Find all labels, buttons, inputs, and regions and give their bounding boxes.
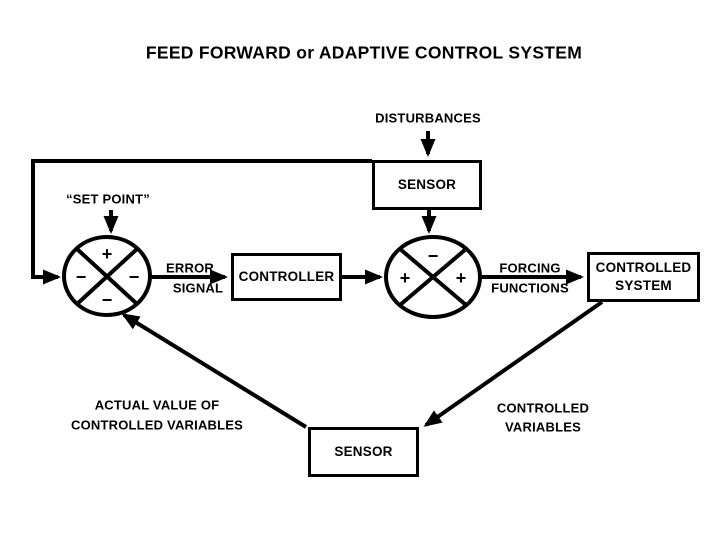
- feedforward-line: [31, 159, 372, 285]
- left-junction-sign-bottom: −: [101, 290, 113, 310]
- forcing-functions-label-line2: FUNCTIONS: [491, 280, 569, 296]
- sensor-bottom-block: SENSOR: [308, 427, 419, 477]
- controlled-system-label-line2: SYSTEM: [615, 278, 672, 293]
- left-junction-sign-top: +: [101, 244, 113, 264]
- right-junction-sign-right: +: [455, 268, 467, 288]
- sensor-bottom-label: SENSOR: [334, 444, 393, 460]
- left-junction-sign-left: −: [75, 267, 87, 287]
- sensor-top-label: SENSOR: [397, 177, 457, 193]
- right-junction-sign-top: −: [427, 246, 439, 266]
- left-junction-sign-right: −: [128, 267, 140, 287]
- controller-label: CONTROLLER: [238, 269, 335, 285]
- controlled-system-block: CONTROLLED SYSTEM: [587, 252, 700, 302]
- actual-value-label-line2: CONTROLLED VARIABLES: [70, 417, 244, 433]
- sensor-top-block: SENSOR: [372, 160, 482, 210]
- forcing-functions-label-line1: FORCING: [499, 260, 561, 276]
- right-junction-sign-left: +: [399, 268, 411, 288]
- actual-value-feedback-arrow: [121, 313, 308, 429]
- controller-block: CONTROLLER: [231, 253, 342, 301]
- summing-junction-right-cross: [398, 247, 468, 307]
- actual-value-label-line1: ACTUAL VALUE OF: [94, 397, 220, 413]
- controlled-system-label-line1: CONTROLLED: [595, 260, 692, 276]
- controlled-variables-arrow: [423, 300, 604, 427]
- error-signal-label-line1: ERROR: [166, 260, 214, 276]
- error-signal-label-line2: SIGNAL: [172, 280, 224, 296]
- page-title: FEED FORWARD or ADAPTIVE CONTROL SYSTEM: [145, 42, 583, 63]
- disturbances-label: DISTURBANCES: [375, 110, 481, 126]
- summing-junction-left-cross: [75, 247, 139, 306]
- set-point-label: “SET POINT”: [66, 191, 150, 207]
- controlled-variables-label-line1: CONTROLLED: [496, 400, 590, 416]
- controlled-variables-label-line2: VARIABLES: [505, 419, 581, 435]
